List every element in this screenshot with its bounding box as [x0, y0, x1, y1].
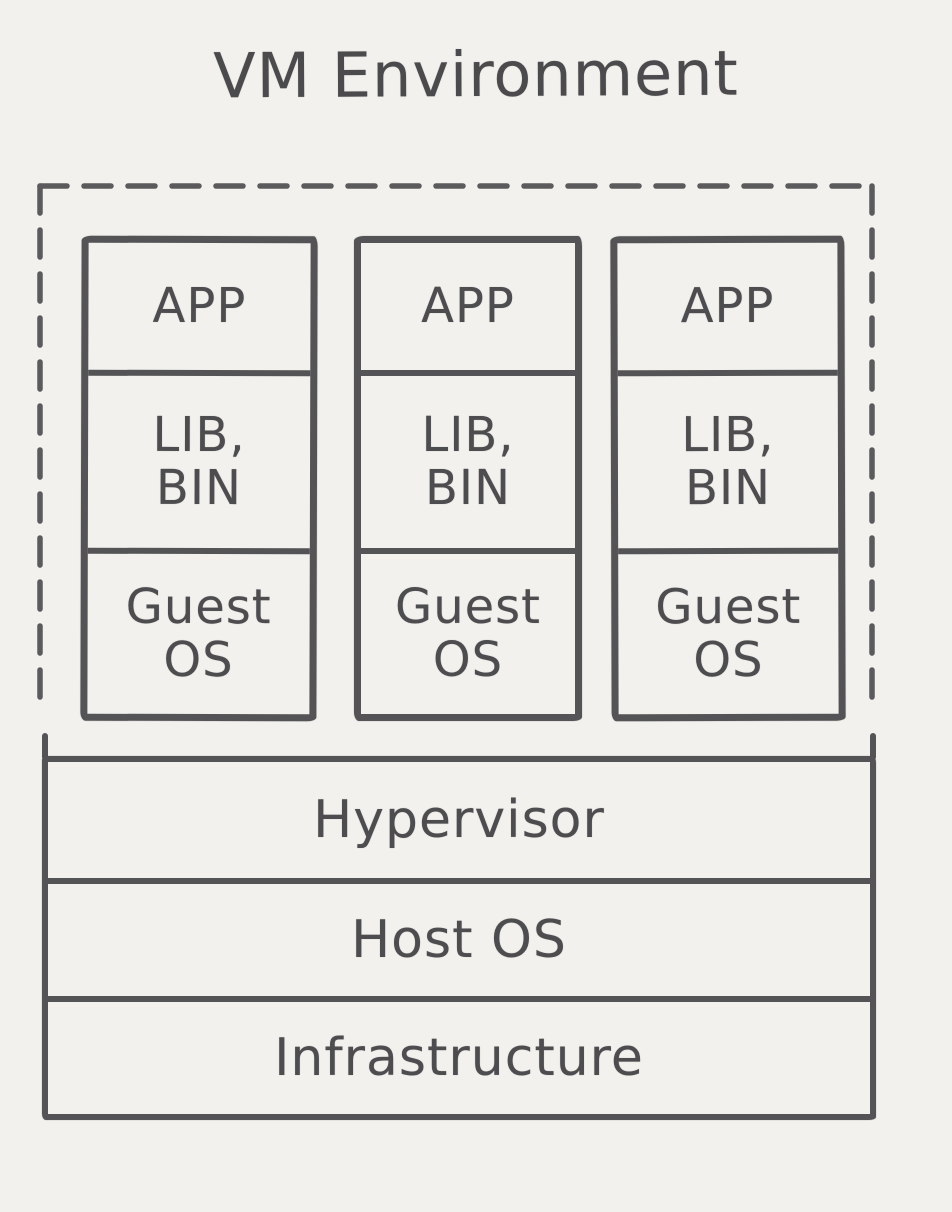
- app-cell: APP: [680, 277, 775, 335]
- vm-column: APP LIB, BIN Guest OS: [80, 235, 318, 722]
- hypervisor-layer: Hypervisor: [313, 790, 605, 850]
- lib-bin-cell: LIB, BIN: [617, 369, 839, 549]
- host-stack: Hypervisor Host OS Infrastructure: [42, 756, 876, 1120]
- app-cell: APP: [421, 278, 515, 335]
- infrastructure-layer: Infrastructure: [48, 996, 870, 1114]
- guest-os-cell: Guest OS: [618, 547, 839, 715]
- sketch-stroke-overshoot: [42, 733, 48, 760]
- sketch-stroke-overshoot: [870, 733, 876, 760]
- app-cell: APP: [152, 277, 247, 335]
- vm-column: APP LIB, BIN Guest OS: [354, 236, 582, 721]
- lib-bin-cell: LIB, BIN: [87, 369, 311, 549]
- vm-boundary-dashed-border: [37, 183, 875, 717]
- guest-os-cell: Guest OS: [361, 548, 575, 714]
- host-os-layer: Host OS: [48, 878, 870, 996]
- lib-bin-cell: LIB, BIN: [361, 370, 575, 548]
- vm-column: APP LIB, BIN Guest OS: [610, 235, 846, 722]
- guest-os-cell: Guest OS: [87, 547, 310, 715]
- diagram-title: VM Environment: [213, 36, 739, 113]
